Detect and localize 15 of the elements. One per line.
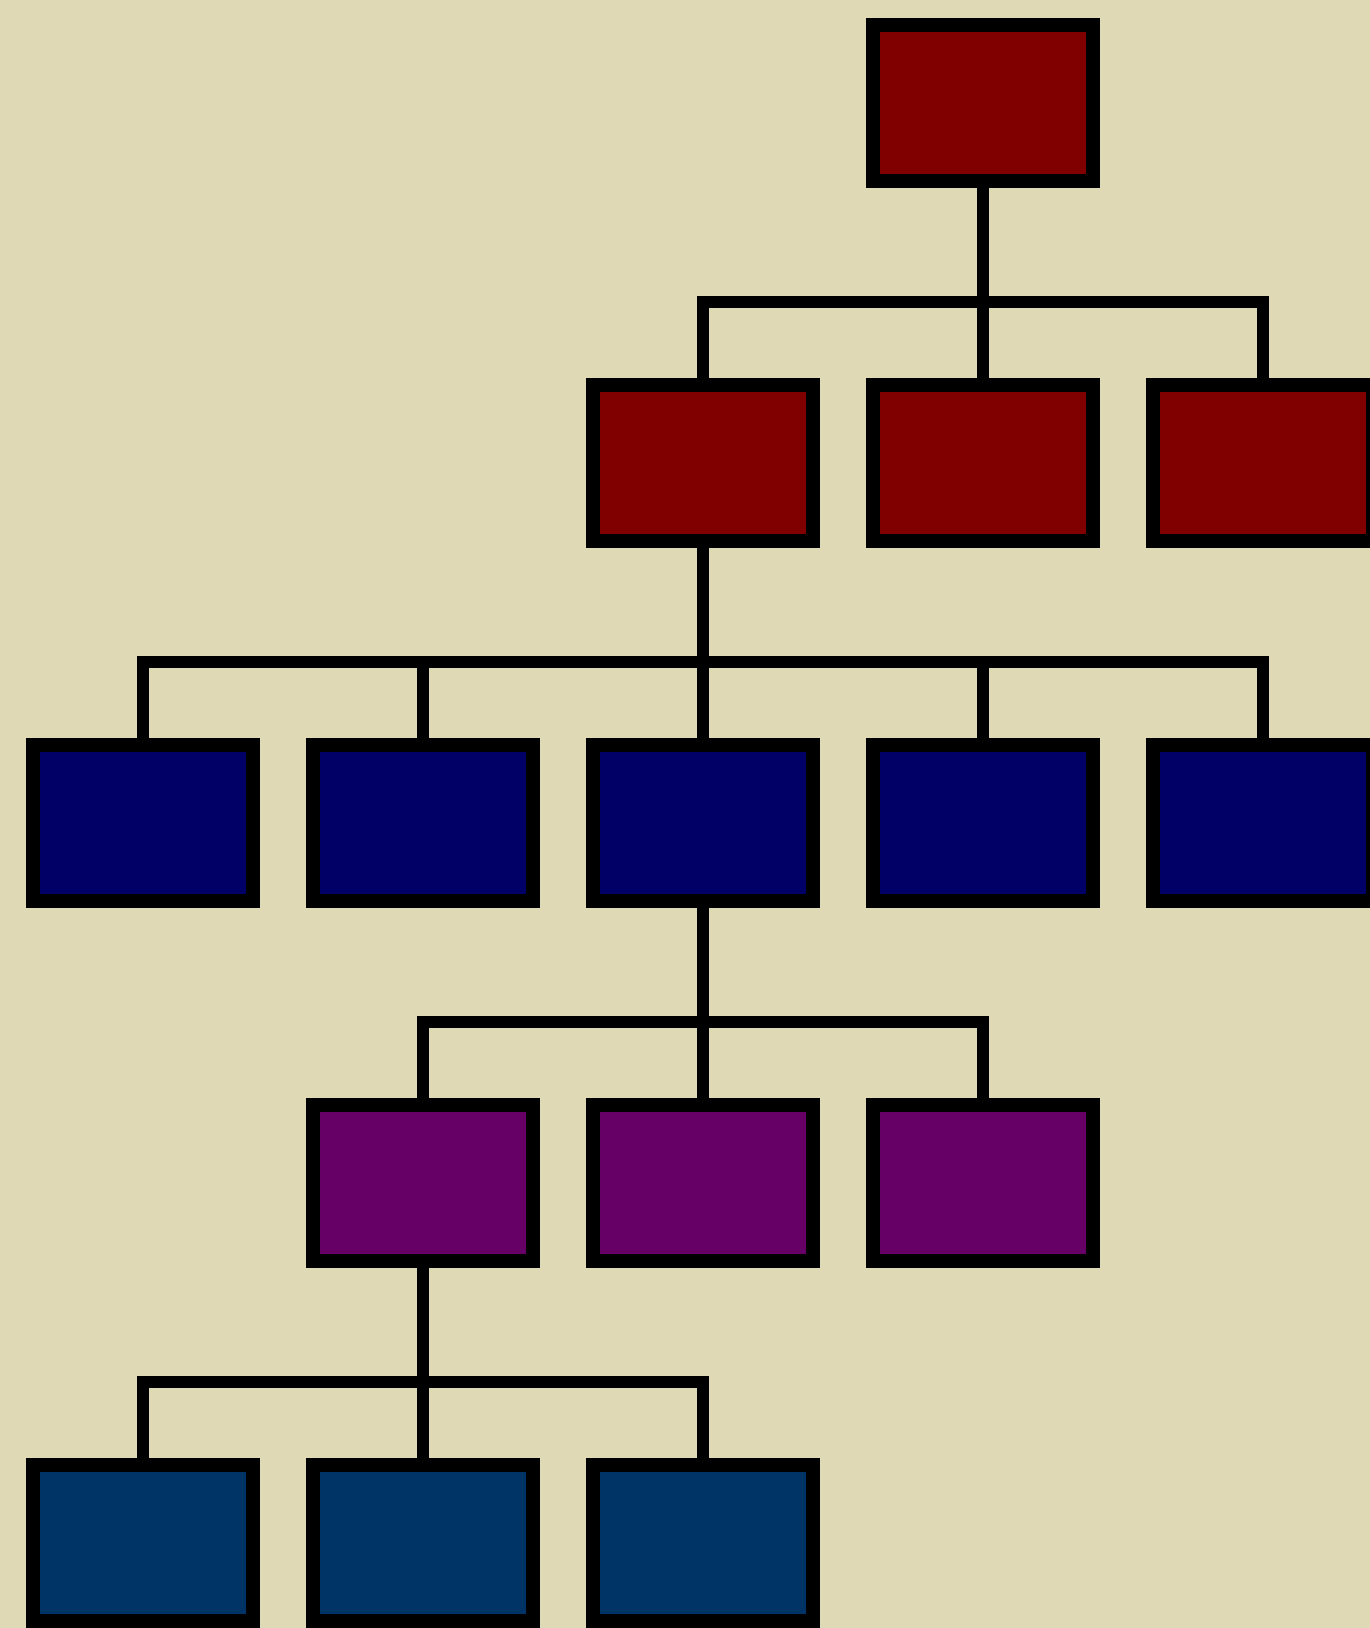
org-chart-box: [866, 1098, 1100, 1268]
org-chart-box: [586, 1098, 820, 1268]
org-chart-box: [866, 18, 1100, 188]
org-chart-box: [586, 1458, 820, 1628]
org-chart-box: [866, 738, 1100, 908]
org-chart-box: [306, 1458, 540, 1628]
org-chart-box: [866, 378, 1100, 548]
org-chart-box: [26, 1458, 260, 1628]
org-chart-box: [1146, 738, 1370, 908]
org-chart-box: [306, 1098, 540, 1268]
org-chart-box: [586, 738, 820, 908]
org-chart-box: [586, 378, 820, 548]
org-chart-box: [1146, 378, 1370, 548]
org-chart-box: [26, 738, 260, 908]
org-chart-box: [306, 738, 540, 908]
